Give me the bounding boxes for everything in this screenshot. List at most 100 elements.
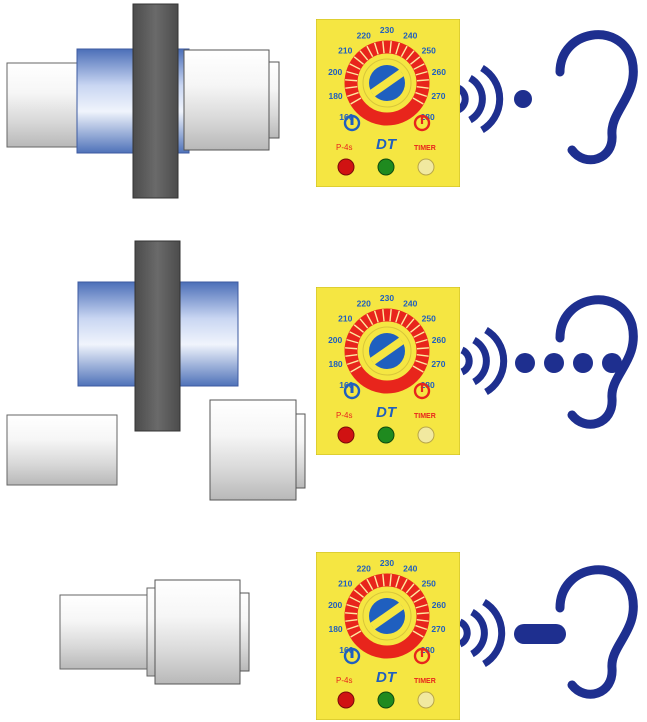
row-2-right-fitting-lip (295, 413, 306, 489)
row-2-beep-dot-4 (602, 353, 622, 373)
dial-pointer (369, 602, 405, 630)
dial-scale-label: 270 (431, 624, 445, 634)
dial-tick (373, 310, 379, 323)
dial-tick (389, 309, 392, 322)
dial-ring (344, 308, 430, 394)
dial-pointer (369, 69, 405, 97)
dial-scale-label: 230 (380, 558, 394, 568)
row-3-body (154, 579, 241, 685)
dial-tick (359, 318, 369, 329)
dial-tick (413, 63, 425, 70)
row-2-left-shaft (6, 414, 118, 486)
dial-tick (395, 42, 401, 55)
led-yellow (417, 158, 435, 176)
dial-tick (410, 56, 421, 65)
led-label-timer: TIMER (414, 413, 436, 420)
dial-scale-label: 200 (328, 600, 342, 610)
dial-tick (412, 97, 424, 105)
dial-tick (415, 359, 428, 366)
led-label-p4s: P-4s (336, 411, 352, 420)
led-label-timer: TIMER (414, 145, 436, 152)
dial-scale-label: 260 (432, 600, 446, 610)
dial-scale-label: 180 (328, 359, 342, 369)
dial-tick (346, 359, 359, 366)
dial-tick (346, 91, 359, 98)
dial-tick (345, 347, 358, 350)
timer-icon (413, 647, 431, 665)
dial-tick (345, 86, 358, 89)
dial-tick (415, 624, 428, 631)
dial-tick (346, 603, 359, 609)
brand-logo: DT (376, 404, 398, 421)
dial-tick (410, 589, 421, 598)
row-1-right-fitting-lip (268, 61, 280, 139)
dial-tick (382, 309, 385, 322)
brand-logo: DT (376, 136, 398, 153)
dial-tick (415, 91, 428, 98)
row-3-fitting (59, 579, 250, 685)
dial-tick (416, 347, 429, 350)
thermometer-icon (343, 647, 361, 665)
dial-scale-label: 220 (357, 563, 371, 573)
dial-scale-label: 180 (328, 624, 342, 634)
dial-tick (416, 79, 429, 82)
thermometer-icon (343, 114, 361, 132)
dial-tick (395, 310, 401, 323)
dial-scale-label: 230 (380, 25, 394, 35)
brand-logo: DT (376, 669, 398, 686)
row-2-sound-waves (460, 326, 508, 396)
dial-tick (395, 575, 401, 588)
led-label-timer: TIMER (414, 678, 436, 685)
led-green (377, 426, 395, 444)
row-1-left-shaft (6, 62, 80, 148)
row-1-plate (132, 3, 179, 199)
dial-scale-label: 240 (403, 30, 417, 40)
row-3-body-lip (239, 592, 250, 672)
dial-tick (410, 324, 421, 333)
timer-icon (413, 114, 431, 132)
dial-tick (416, 86, 429, 89)
dial-tick (350, 97, 362, 105)
dial-scale-label: 280 (421, 645, 435, 655)
dial-tick (415, 603, 428, 609)
dial-scale-label: 260 (432, 335, 446, 345)
dial-tick (412, 365, 424, 373)
led-green (377, 158, 395, 176)
dial-tick (416, 354, 429, 357)
dial-tick (405, 583, 415, 594)
thermometer-icon (343, 382, 361, 400)
row-2-beep-dot-3 (573, 353, 593, 373)
dial-tick (400, 313, 408, 325)
dial-tick (373, 42, 379, 55)
dial-tick (353, 324, 364, 333)
dial-tick (400, 578, 408, 590)
dial-tick (413, 331, 425, 338)
dial-tick (389, 574, 392, 587)
dial-scale-label: 250 (422, 313, 436, 323)
row-1-fitting (6, 3, 280, 199)
led-yellow (417, 691, 435, 709)
dial-tick (382, 574, 385, 587)
dial-tick (366, 578, 374, 590)
row-2-ear-icon (555, 295, 638, 429)
dial-tick (349, 331, 361, 338)
dial-pointer (369, 337, 405, 365)
dial-tick (346, 338, 359, 344)
dial-tick (346, 624, 359, 631)
timer-icon (413, 382, 431, 400)
row-2-right-fitting (209, 399, 297, 501)
dial-ring (344, 40, 430, 126)
led-red (337, 158, 355, 176)
dial-tick (345, 612, 358, 615)
dial-scale-label: 220 (357, 30, 371, 40)
dial-tick (346, 70, 359, 76)
row-3-left-shaft (59, 594, 153, 670)
dial-scale-label: 280 (421, 112, 435, 122)
dial-tick (349, 63, 361, 70)
dial-scale-label: 250 (422, 45, 436, 55)
dial-tick (412, 630, 424, 638)
